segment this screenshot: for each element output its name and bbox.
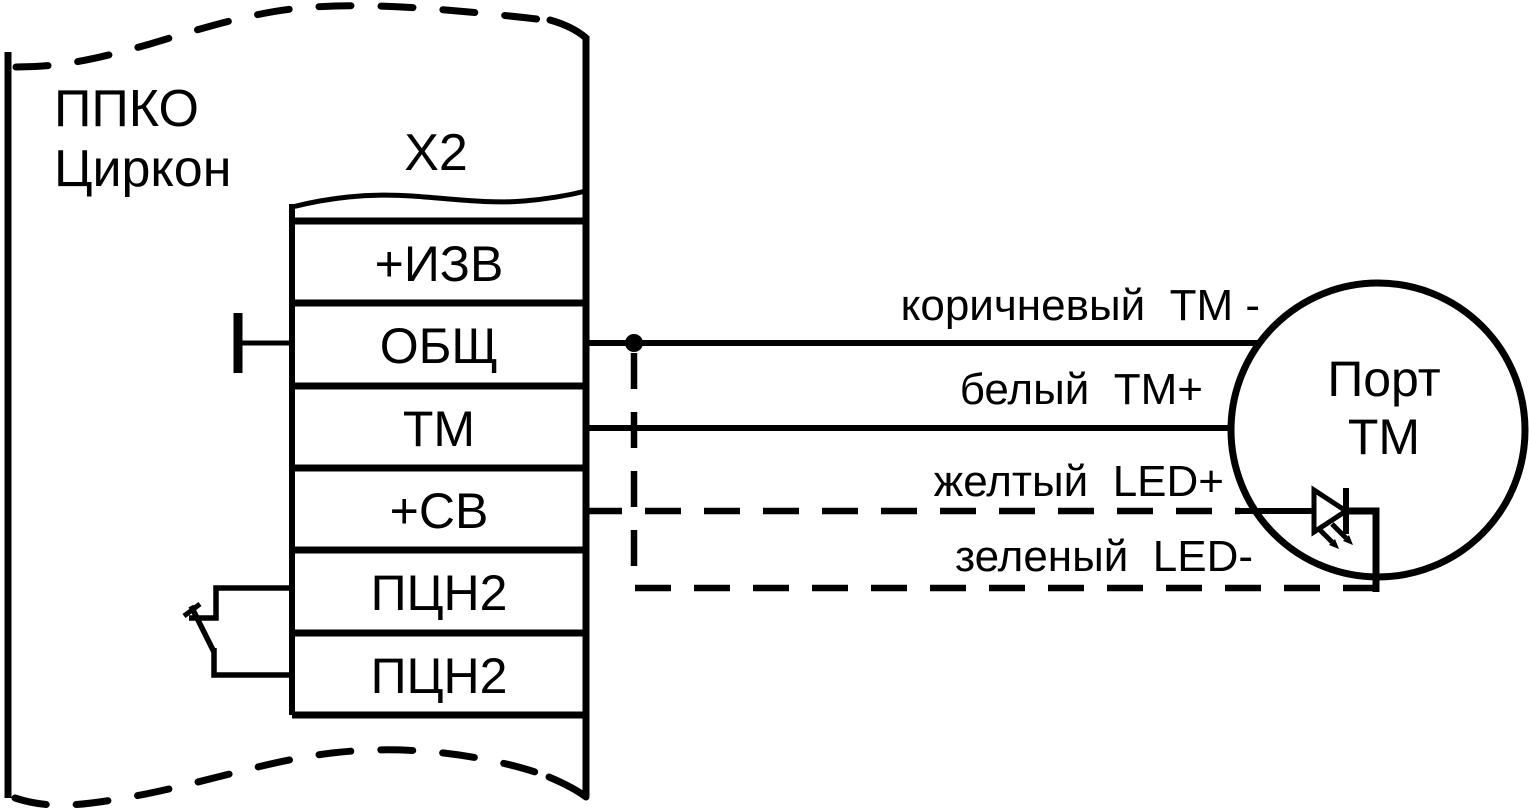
wire-green-led-minus	[630, 353, 1376, 592]
wire-label-yellow-led-plus: желтый LED+	[933, 457, 1224, 506]
led-cathode-wire	[1346, 507, 1380, 592]
led-triangle-icon	[1311, 485, 1351, 537]
tm-port-circle	[1227, 279, 1529, 581]
wire-junction-dot	[625, 334, 643, 352]
terminal-label-pcn2-b: ПЦН2	[370, 648, 508, 704]
terminal-label-pcn2-a: ПЦН2	[370, 565, 508, 621]
led-emission-arrowhead-2	[1343, 535, 1353, 545]
terminal-block-row-lines	[292, 217, 586, 719]
led-emission-arrowhead-1	[1329, 539, 1339, 549]
connector-name: X2	[404, 124, 468, 182]
wire-label-brown-tm-minus: коричневый ТМ -	[900, 281, 1260, 330]
relay-contact-blade-icon	[188, 604, 217, 654]
relay-contact-fixed-lead	[189, 585, 292, 621]
enclosure-torn-edge-top-hook	[546, 16, 590, 42]
terminal-label-sv: +СВ	[389, 483, 489, 539]
wire-label-white-tm-plus: белый ТМ+	[959, 365, 1203, 414]
terminal-block-wavy-top	[291, 188, 587, 210]
terminal-label-tm: ТМ	[402, 401, 476, 457]
enclosure-torn-edge-top	[12, 2, 556, 71]
device-title: ППКО Циркон	[54, 80, 232, 198]
led-emission-arrow-2	[1330, 522, 1348, 540]
led-emission-arrow-1	[1316, 526, 1334, 544]
terminal-label-izv: +ИЗВ	[374, 236, 504, 292]
terminal-label-obsh: ОБЩ	[379, 318, 499, 374]
relay-contact-moving-lead	[211, 648, 292, 678]
tm-port-title: Порт ТМ	[1327, 351, 1441, 465]
relay-contact-tick	[182, 602, 202, 618]
wire-label-green-led-minus: зеленый LED-	[954, 532, 1253, 581]
enclosure-torn-edge-bottom-hook	[545, 773, 590, 801]
enclosure-torn-edge-bottom	[11, 746, 555, 809]
